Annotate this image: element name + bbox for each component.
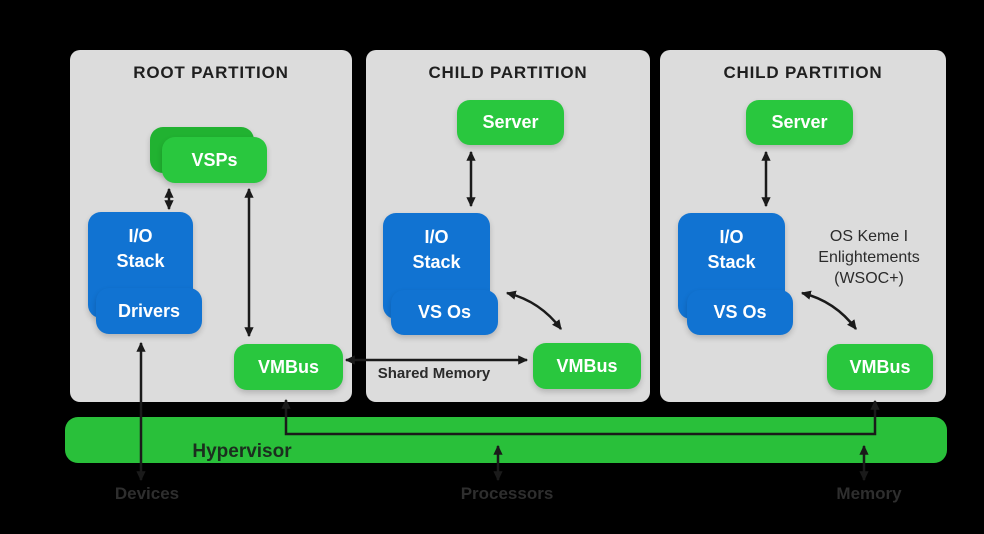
root-vmbus-box: VMBus <box>234 344 343 390</box>
child1-io-line-1: I/O <box>424 227 449 247</box>
child-partition-2-title: CHILD PARTITION <box>723 63 883 82</box>
child-partition-1-title: CHILD PARTITION <box>428 63 588 82</box>
hypervisor-label: Hypervisor <box>192 441 292 462</box>
child2-vsos-box: VS Os <box>687 290 793 335</box>
child1-io-line-2: Stack <box>412 252 461 272</box>
devices-label: Devices <box>114 484 180 503</box>
child1-server-box: Server <box>457 100 564 145</box>
root-io-line-2: Stack <box>116 251 165 271</box>
drivers-box: Drivers <box>96 288 202 334</box>
shared-memory-label: Shared Memory <box>377 365 491 382</box>
root-io-line-1: I/O <box>128 226 153 246</box>
annotation-line-1: OS Keme I <box>829 228 909 245</box>
annotation-line-3: (WSOC+) <box>834 270 904 287</box>
vsps-box: VSPs <box>162 137 267 183</box>
child1-vmbus-box: VMBus <box>533 343 641 389</box>
memory-label: Memory <box>836 484 902 503</box>
hypervisor-bar: Hypervisor <box>65 417 947 463</box>
child2-io-line-1: I/O <box>719 227 744 247</box>
child2-io-line-2: Stack <box>707 252 756 272</box>
processors-label: Processors <box>460 484 554 503</box>
child2-vmbus-box: VMBus <box>827 344 933 390</box>
child2-server-box: Server <box>746 100 853 145</box>
os-enlightenments-annotation: OS Keme I Enlightements (WSOC+) <box>788 226 950 289</box>
child1-vsos-box: VS Os <box>391 290 498 335</box>
root-partition-title: ROOT PARTITION <box>133 63 289 82</box>
annotation-line-2: Enlightements <box>818 249 920 266</box>
